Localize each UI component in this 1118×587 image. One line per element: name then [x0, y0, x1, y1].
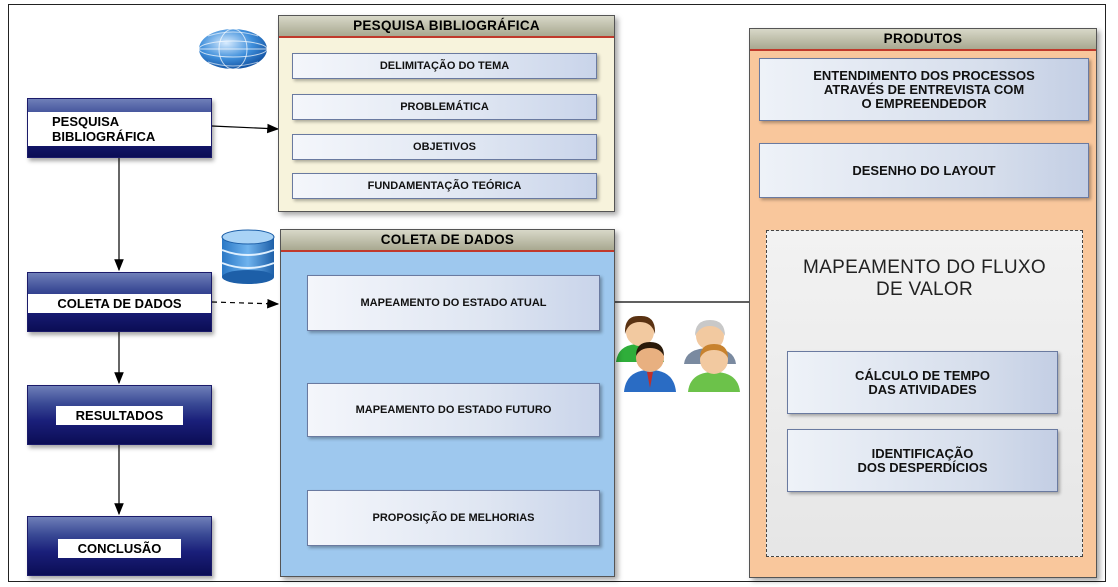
product-mapeamento-line-1: MAPEAMENTO DO FLUXO [803, 257, 1046, 278]
database-icon [221, 229, 275, 284]
product-identificacao-line-1: IDENTIFICAÇÃO [871, 445, 974, 461]
product-desenho-label: DESENHO DO LAYOUT [852, 163, 996, 178]
item-estado-atual-label: MAPEAMENTO DO ESTADO ATUAL [360, 297, 547, 309]
product-desenho-layout: DESENHO DO LAYOUT [759, 143, 1089, 198]
product-entendimento-line-3: O EMPREENDEDOR [861, 95, 987, 111]
product-identificacao: IDENTIFICAÇÃO DOS DESPERDÍCIOS [787, 429, 1058, 492]
product-mapeamento-title: MAPEAMENTO DO FLUXO DE VALOR [767, 257, 1082, 301]
item-fundamentacao: FUNDAMENTAÇÃO TEÓRICA [292, 173, 597, 199]
people-icon [616, 315, 740, 392]
step-conclusao: CONCLUSÃO [27, 516, 212, 576]
item-objetivos-label: OBJETIVOS [413, 141, 476, 153]
step-pesquisa-line-1: PESQUISA [52, 114, 120, 129]
item-delimitacao: DELIMITAÇÃO DO TEMA [292, 53, 597, 79]
step-resultados-label: RESULTADOS [56, 406, 183, 425]
item-problematica-label: PROBLEMÁTICA [400, 101, 489, 113]
step-pesquisa-line-2: BIBLIOGRÁFICA [52, 129, 156, 144]
produtos-panel: PRODUTOS ENTENDIMENTO DOS PROCESSOS ATRA… [749, 28, 1097, 578]
item-proposicao: PROPOSIÇÃO DE MELHORIAS [307, 490, 600, 546]
coleta-panel-title: COLETA DE DADOS [281, 230, 614, 252]
globe-icon [198, 28, 268, 70]
product-mapeamento-line-2: DE VALOR [875, 279, 974, 300]
produtos-panel-title: PRODUTOS [750, 29, 1096, 51]
diagram-frame [8, 4, 1106, 582]
item-problematica: PROBLEMÁTICA [292, 94, 597, 120]
item-objetivos: OBJETIVOS [292, 134, 597, 160]
step-pesquisa-bibliografica: PESQUISA BIBLIOGRÁFICA [27, 98, 212, 158]
product-calculo: CÁLCULO DE TEMPO DAS ATIVIDADES [787, 351, 1058, 414]
product-mapeamento-container: MAPEAMENTO DO FLUXO DE VALOR CÁLCULO DE … [766, 230, 1083, 557]
coleta-panel: COLETA DE DADOS MAPEAMENTO DO ESTADO ATU… [280, 229, 615, 577]
item-estado-futuro: MAPEAMENTO DO ESTADO FUTURO [307, 383, 600, 437]
product-calculo-line-1: CÁLCULO DE TEMPO [854, 367, 991, 383]
pesquisa-panel: PESQUISA BIBLIOGRÁFICA DELIMITAÇÃO DO TE… [278, 15, 615, 212]
product-calculo-line-2: DAS ATIVIDADES [868, 381, 977, 397]
step-coleta-de-dados: COLETA DE DADOS [27, 272, 212, 332]
product-entendimento-line-1: ENTENDIMENTO DOS PROCESSOS [813, 67, 1035, 83]
step-conclusao-label: CONCLUSÃO [58, 539, 181, 558]
product-entendimento: ENTENDIMENTO DOS PROCESSOS ATRAVÉS DE EN… [759, 58, 1089, 121]
item-estado-atual: MAPEAMENTO DO ESTADO ATUAL [307, 275, 600, 331]
pesquisa-panel-title: PESQUISA BIBLIOGRÁFICA [279, 16, 614, 38]
item-delimitacao-label: DELIMITAÇÃO DO TEMA [379, 60, 510, 72]
step-coleta-label: COLETA DE DADOS [28, 294, 211, 313]
product-entendimento-line-2: ATRAVÉS DE ENTREVISTA COM [823, 81, 1025, 97]
item-proposicao-label: PROPOSIÇÃO DE MELHORIAS [372, 512, 535, 524]
step-pesquisa-label: PESQUISA BIBLIOGRÁFICA [28, 112, 211, 146]
step-resultados: RESULTADOS [27, 385, 212, 445]
item-estado-futuro-label: MAPEAMENTO DO ESTADO FUTURO [355, 404, 552, 416]
item-fundamentacao-label: FUNDAMENTAÇÃO TEÓRICA [367, 180, 522, 192]
product-identificacao-line-2: DOS DESPERDÍCIOS [857, 459, 988, 475]
